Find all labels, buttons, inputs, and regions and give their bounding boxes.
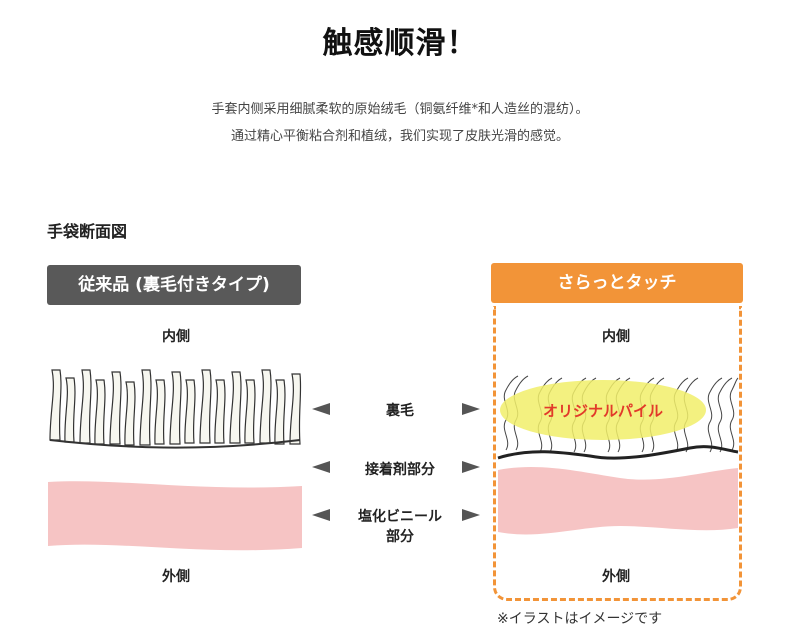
sarato-outer-label: 外側 bbox=[602, 569, 630, 585]
label-vinyl-line2: 部分 bbox=[386, 529, 414, 545]
description-line-1: 手套内侧采用细腻柔软的原始绒毛（铜氨纤维*和人造丝的混纺）。 bbox=[211, 102, 589, 117]
illustration-footnote: ※イラストはイメージです bbox=[497, 611, 663, 627]
conventional-vinyl-layer bbox=[48, 481, 302, 551]
sarato-touch-label: さらっとタッチ bbox=[491, 263, 743, 303]
arrow-right-adhesive bbox=[462, 461, 480, 473]
label-vinyl-line1: 塩化ビニール bbox=[358, 509, 442, 525]
arrow-right-vinyl bbox=[462, 509, 480, 521]
conventional-base-line bbox=[49, 439, 301, 449]
sarato-inner-label: 内側 bbox=[602, 329, 630, 345]
conventional-inner-label: 内側 bbox=[162, 329, 190, 345]
cross-section-heading: 手袋断面図 bbox=[47, 222, 128, 241]
sarato-vinyl-layer bbox=[498, 467, 738, 535]
arrow-left-adhesive bbox=[312, 461, 330, 473]
original-pile-highlight bbox=[500, 380, 706, 440]
conventional-pile bbox=[49, 369, 302, 446]
arrow-left-pile bbox=[312, 403, 330, 415]
sarato-touch-frame bbox=[493, 306, 742, 601]
arrow-left-vinyl bbox=[312, 509, 330, 521]
arrow-right-pile bbox=[462, 403, 480, 415]
conventional-outer-label: 外側 bbox=[162, 569, 190, 585]
conventional-product-label: 従来品 (裏毛付きタイプ) bbox=[47, 265, 301, 305]
sarato-adhesive-line bbox=[497, 445, 739, 460]
original-pile-label: オリジナルパイル bbox=[542, 402, 663, 420]
description-line-2: 通过精心平衡粘合剂和植绒，我们实现了皮肤光滑的感觉。 bbox=[230, 129, 569, 144]
label-adhesive: 接着剤部分 bbox=[365, 462, 435, 478]
label-pile: 裏毛 bbox=[386, 403, 414, 419]
page-title: 触感顺滑！ bbox=[322, 26, 478, 61]
